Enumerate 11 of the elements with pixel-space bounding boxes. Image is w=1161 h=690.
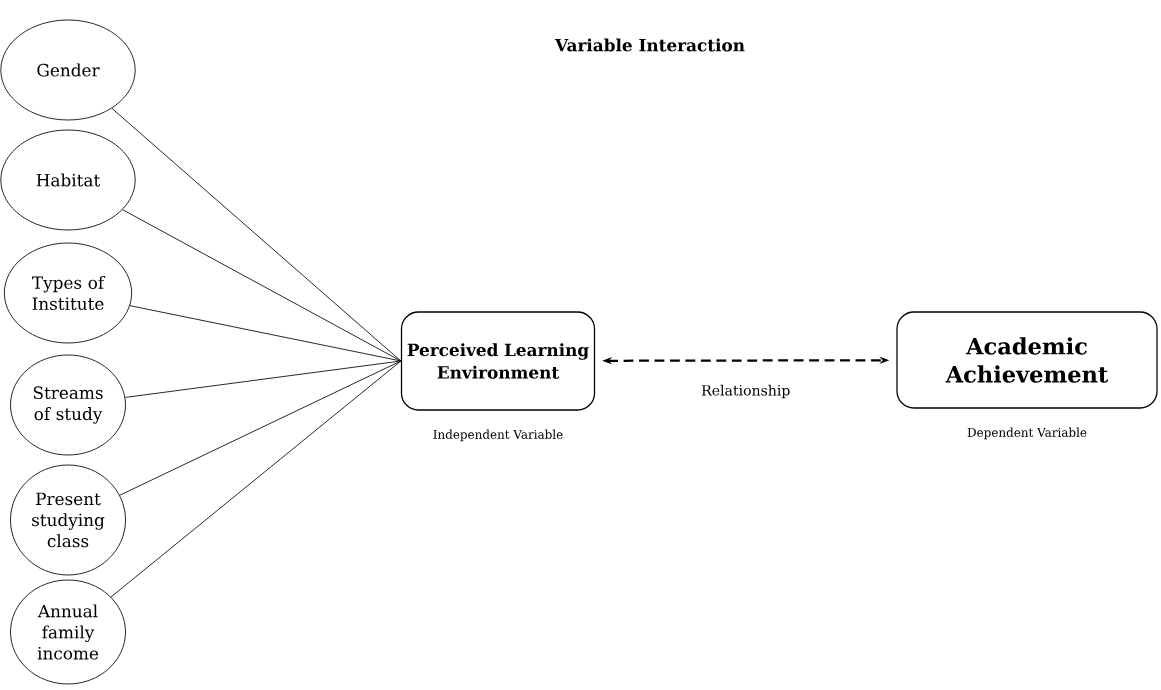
edge-label: Relationship	[699, 383, 792, 400]
variable-box: Academic Achievement	[896, 311, 1158, 409]
connector-line	[110, 360, 402, 598]
connector-line	[111, 107, 402, 362]
variable-type-label: Dependent Variable	[967, 427, 1087, 440]
variable-box: Perceived Learning Environment	[400, 311, 596, 411]
connector-line	[119, 360, 402, 496]
connector-line	[122, 209, 402, 362]
connector-line	[129, 305, 402, 362]
title: Variable Interaction	[554, 38, 745, 52]
variable-type-label: Independent Variable	[433, 429, 563, 442]
